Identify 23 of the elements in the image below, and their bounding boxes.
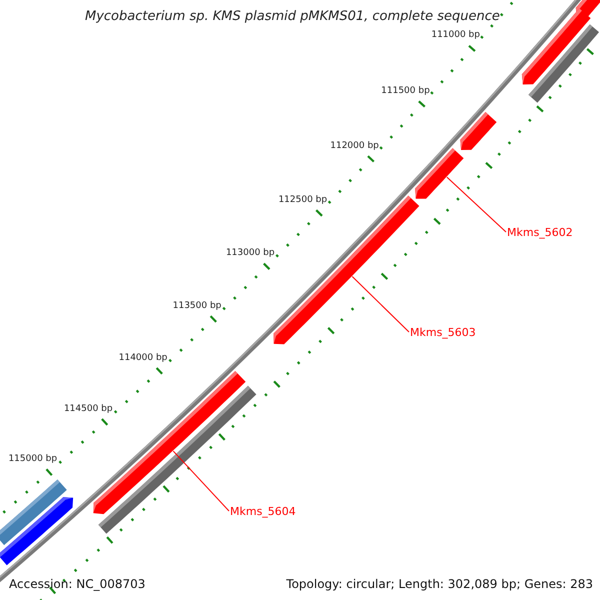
gene-feature (0, 497, 74, 566)
gene-feature (415, 148, 464, 199)
tick-label: 113500 bp (172, 301, 222, 312)
gene-feature (576, 0, 600, 18)
gene-label: Mkms_5602 (507, 226, 573, 240)
tick-label: 114500 bp (64, 404, 113, 415)
summary-text: Topology: circular; Length: 302,089 bp; Genes: 283 (286, 576, 593, 591)
gene-feature (460, 112, 497, 150)
accession-text: Accession: NC_008703 (9, 576, 146, 591)
tick-label: 111000 bp (431, 30, 480, 42)
tick-label: 112000 bp (330, 140, 379, 152)
map-title: Mycobacterium sp. KMS plasmid pMKMS01, complete sequence (85, 9, 500, 25)
feature-bar (528, 24, 600, 103)
leader-line (446, 176, 506, 232)
tick-label: 115000 bp (8, 454, 58, 465)
tick-label: 111500 bp (381, 86, 430, 97)
gene-label: Mkms_5604 (230, 505, 296, 518)
leader-line (352, 276, 410, 332)
tick-label: 114000 bp (118, 352, 168, 364)
tick-label: 112500 bp (278, 195, 328, 206)
gene-label: Mkms_5603 (410, 326, 476, 340)
leader-line (172, 450, 230, 512)
tick-label: 113000 bp (226, 248, 275, 260)
